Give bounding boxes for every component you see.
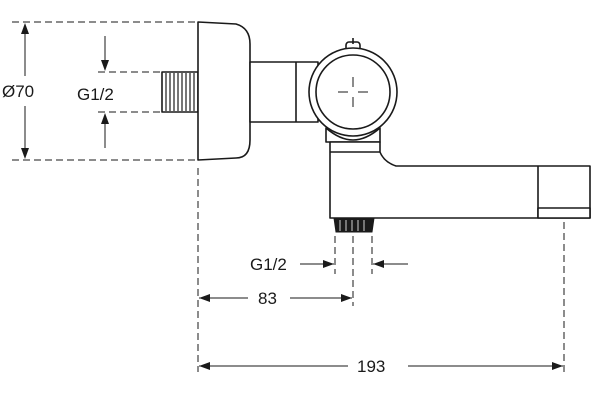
outlet-thread-dimension: G1/2 xyxy=(250,255,408,274)
body-pipe xyxy=(249,61,319,123)
wall-connector xyxy=(161,71,199,113)
wall-thread-arrow-bottom xyxy=(101,113,109,124)
spout-outlet-lip xyxy=(537,207,591,219)
offset-label: 83 xyxy=(258,289,277,308)
diameter-arrow-bottom xyxy=(21,148,29,159)
offset-arrow-right xyxy=(341,294,352,302)
mixer-neck xyxy=(325,127,381,143)
mixer-housing xyxy=(308,38,398,143)
outlet-thread-label: G1/2 xyxy=(250,255,287,274)
length-arrow-left xyxy=(199,362,210,370)
diameter-arrow-top xyxy=(21,23,29,34)
body-pipe-outline xyxy=(249,61,319,123)
extension-lines xyxy=(197,168,565,372)
wall-thread-label: G1/2 xyxy=(77,85,114,104)
outlet-offset-dimension: 83 xyxy=(199,289,352,308)
diameter-label: Ø70 xyxy=(2,82,34,101)
mixer-inner-ring xyxy=(315,54,391,130)
outlet-thread-arrow-right xyxy=(373,260,384,268)
outlet-nut xyxy=(333,217,375,233)
length-label: 193 xyxy=(357,357,385,376)
overall-length-dimension: 193 xyxy=(199,357,563,376)
offset-arrow-left xyxy=(199,294,210,302)
wall-thread-arrow-top xyxy=(101,60,109,71)
mixer-outer-ring xyxy=(308,47,398,137)
spout-body xyxy=(329,141,591,219)
length-arrow-right xyxy=(552,362,563,370)
spout xyxy=(329,141,591,219)
connector-body xyxy=(161,71,199,113)
diameter-dimension: Ø70 xyxy=(2,21,198,161)
wall-thread-dimension: G1/2 xyxy=(77,36,162,148)
outlet-thread-arrow-left xyxy=(323,260,334,268)
wall-flange xyxy=(197,21,251,161)
